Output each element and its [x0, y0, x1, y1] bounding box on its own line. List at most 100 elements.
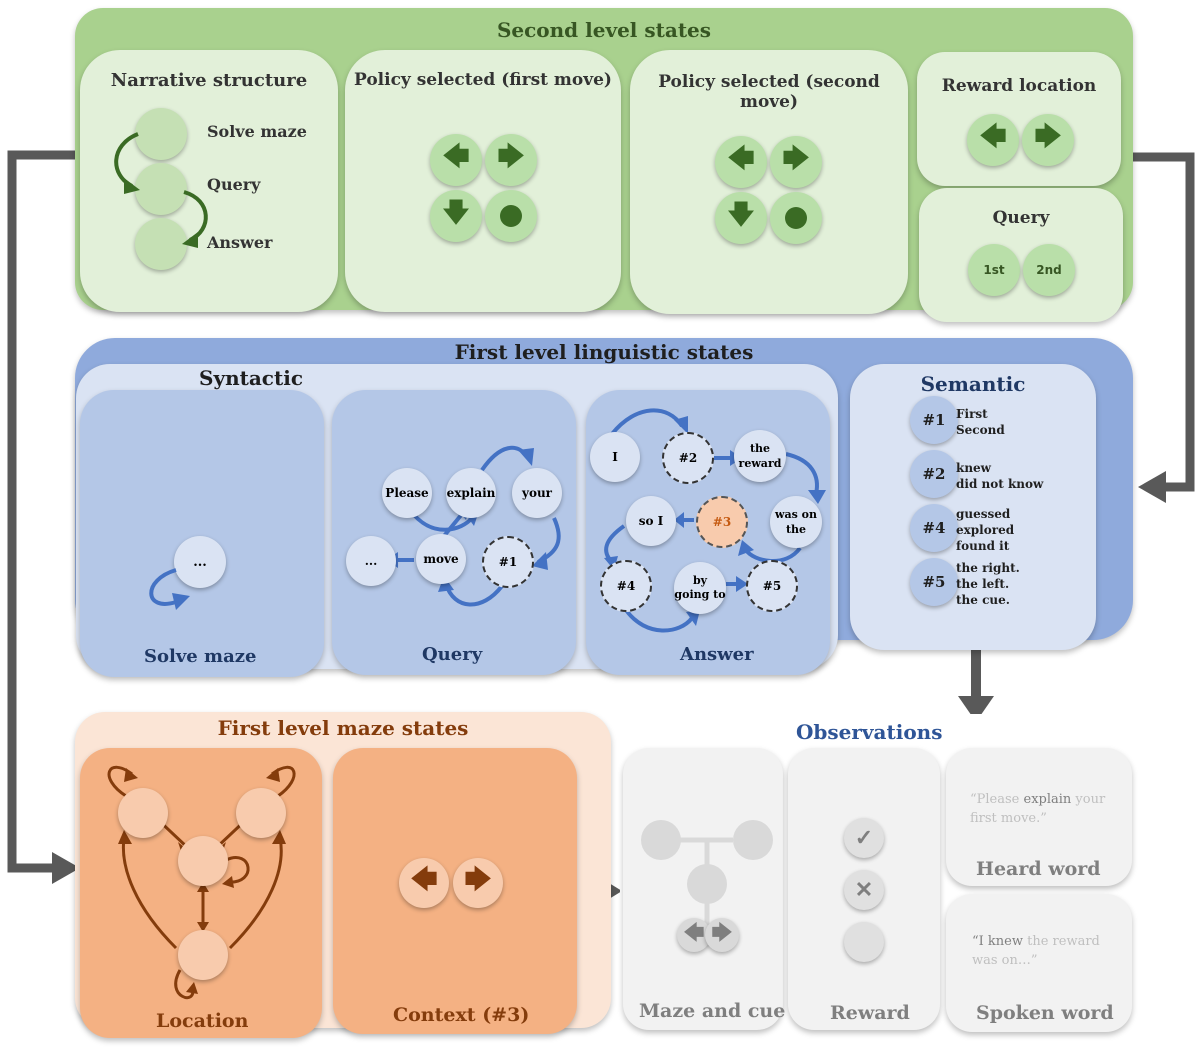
query-node-move: move [416, 534, 466, 584]
answer-node-by-going-to: by going to [674, 562, 726, 614]
answer-node-h4: #4 [600, 560, 652, 612]
location-self-loop-bottom-head [186, 982, 198, 994]
heard-quote-part-c: your first move.” [970, 792, 1106, 826]
solve-maze-node: ... [174, 536, 226, 588]
query-node-your: your [512, 468, 562, 518]
query-arrowhead-your-h1 [532, 552, 548, 570]
policy-second-down-button[interactable]: 🡇 [715, 192, 767, 244]
query-arrowhead-explain-your [518, 448, 534, 466]
semantic-word: guessed [956, 507, 1011, 521]
semantic-word: knew [956, 461, 992, 475]
query-second-button[interactable]: 2nd [1023, 244, 1075, 296]
location-self-loop-center-head [222, 876, 234, 888]
policy-first-left-button[interactable]: 🡄 [430, 134, 482, 186]
answer-arrowhead-i-h2 [674, 416, 688, 434]
answer-arrowhead-reward-wason [808, 490, 826, 504]
maze-cue-label: Maze and cue [639, 1000, 786, 1022]
location-arrow-up [197, 882, 209, 892]
answer-arrow-i-h2 [610, 408, 684, 436]
semantic-tag-3: #4 [910, 504, 958, 552]
policy-first-stay-button[interactable] [485, 190, 537, 242]
policy-second-left-button[interactable]: 🡄 [715, 136, 767, 188]
maze-cue-right-arrow: 🡆 [705, 918, 739, 952]
answer-arrow-reward-wason [785, 452, 819, 495]
heard-word-label: Heard word [976, 858, 1101, 880]
semantic-word: explored [956, 523, 1015, 537]
left-connector-line [7, 150, 78, 873]
policy-first-panel: Policy selected (first move) 🡄 🡆 🡇 [345, 50, 621, 312]
solve-maze-syntax-label: Solve maze [144, 646, 257, 667]
location-node-right [236, 788, 286, 838]
reward-check-icon: ✓ [844, 818, 884, 858]
narrative-loop-arrowhead-2 [182, 232, 198, 248]
policy-second-stay-button[interactable] [770, 192, 822, 244]
semantic-word: the cue. [956, 593, 1010, 607]
maze-cue-node-right [733, 820, 773, 860]
semantic-tag-4: #5 [910, 558, 958, 606]
context-label: Context (#3) [393, 1004, 530, 1026]
narrative-arrows [114, 132, 208, 248]
heard-quote-part-a: “Please [970, 792, 1024, 807]
query-arrow-please-explain [408, 508, 474, 532]
policy-second-panel: Policy selected (second move) 🡄 🡆 🡇 [630, 50, 908, 314]
policy-second-title: Policy selected (second move) [658, 72, 880, 112]
stay-dot-icon [500, 205, 522, 227]
spoken-word-quote: “I knew the reward was on…” [972, 932, 1112, 970]
query-node-please: Please [382, 468, 432, 518]
policy-first-down-button[interactable]: 🡇 [430, 190, 482, 242]
semantic-word: Second [956, 423, 1005, 437]
query-arrow-your-h1 [537, 517, 561, 564]
location-edge-bottom-left [121, 837, 178, 950]
query-first-button[interactable]: 1st [968, 244, 1020, 296]
second-level-title: Second level states [496, 18, 712, 42]
right-connector-line [1132, 152, 1195, 492]
narrative-loop-arrowhead-1 [124, 178, 140, 194]
observations-title: Observations [796, 720, 943, 744]
query-second-level-title: Query [992, 208, 1050, 228]
location-arrow-bottom-right [272, 830, 286, 844]
semantic-word: the left. [956, 577, 1010, 591]
query-node-explain: explain [446, 468, 496, 518]
maze-cue-node-center [687, 864, 727, 904]
narrative-label-query: Query [207, 175, 261, 194]
narrative-node-solve [135, 108, 187, 160]
location-self-loop-left-head [124, 768, 138, 782]
answer-syntax-label: Answer [680, 644, 754, 665]
location-arrow-bottom-left [118, 830, 132, 844]
policy-first-right-button[interactable]: 🡆 [485, 134, 537, 186]
reward-obs-label: Reward [830, 1002, 910, 1024]
query-arrow-h1-move [444, 583, 504, 607]
maze-cue-node-left [641, 820, 681, 860]
query-arrow-move-explain [442, 512, 464, 538]
context-left-button[interactable]: 🡄 [399, 858, 449, 908]
narrative-title: Narrative structure [110, 70, 308, 91]
query-syntax-panel: Please explain your ... move #1 Query [332, 390, 576, 675]
stay-dot-icon [785, 207, 807, 229]
answer-node-h2: #2 [662, 432, 714, 484]
spoken-word-panel: “I knew the reward was on…” Spoken word [946, 894, 1132, 1032]
semantic-word: the right. [956, 561, 1020, 575]
answer-arrowhead-bygoing-h5 [736, 576, 748, 592]
policy-second-right-button[interactable]: 🡆 [770, 136, 822, 188]
heard-quote-emphasis: explain [1023, 792, 1072, 807]
answer-syntax-arrows [604, 408, 826, 633]
left-connector-arrowhead [52, 852, 80, 884]
spoken-quote-part-b: the reward was on…” [972, 934, 1100, 968]
query-syntax-arrows [386, 445, 561, 607]
location-arrow-down [197, 922, 209, 932]
location-graph [107, 765, 296, 1000]
narrative-label-answer: Answer [207, 233, 273, 252]
query-arrowhead-h1-move [438, 576, 454, 592]
reward-location-title: Reward location [941, 76, 1097, 96]
reward-left-button[interactable]: 🡄 [967, 114, 1019, 166]
semantic-words-4: the right. the left. the cue. [956, 560, 1020, 608]
solve-maze-syntax-panel: ... Solve maze [80, 390, 324, 677]
query-syntax-label: Query [422, 644, 483, 665]
semantic-to-observation-arrowhead [958, 696, 994, 722]
narrative-loop-arrow-1 [114, 132, 139, 188]
reward-right-button[interactable]: 🡆 [1022, 114, 1074, 166]
context-right-button[interactable]: 🡆 [453, 858, 503, 908]
